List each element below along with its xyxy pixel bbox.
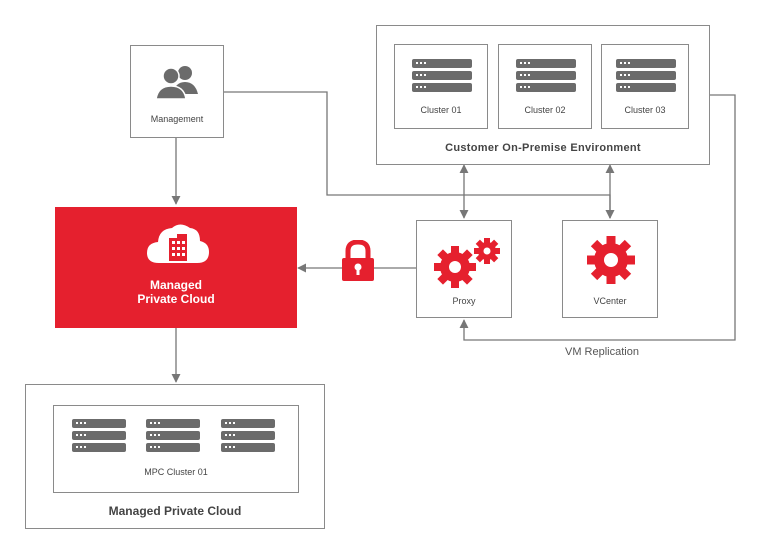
on-premise-environment-box: Cluster 01 Cluster 02 Cluster 03 Custome… <box>376 25 710 165</box>
vcenter-label: VCenter <box>593 296 627 306</box>
proxy-box: Proxy <box>416 220 512 318</box>
lock-icon <box>342 240 374 281</box>
managed-private-cloud-node: Managed Private Cloud <box>55 207 297 328</box>
mpc-label-line2: Private Cloud <box>137 292 215 306</box>
mpc-cluster-box: MPC Cluster 01 <box>53 405 299 493</box>
cluster-01-box: Cluster 01 <box>394 44 488 129</box>
gears-icon <box>434 238 500 288</box>
cluster-label: Cluster 01 <box>420 105 462 115</box>
cluster-label: Cluster 03 <box>624 105 666 115</box>
cluster-03-box: Cluster 03 <box>601 44 689 129</box>
management-box: Management <box>130 45 224 138</box>
cloud-building-icon <box>147 224 209 263</box>
server-icon <box>516 59 576 92</box>
server-icon <box>412 59 472 92</box>
mpc-label-line1: Managed <box>149 278 202 292</box>
line-vm-replication <box>459 94 736 341</box>
managed-private-cloud-box: MPC Cluster 01 Managed Private Cloud <box>25 384 325 529</box>
cluster-label: Cluster 02 <box>524 105 566 115</box>
server-icon <box>72 419 126 452</box>
server-icon <box>221 419 275 452</box>
management-label: Management <box>150 114 204 124</box>
vcenter-box: VCenter <box>562 220 658 318</box>
users-icon <box>155 66 198 100</box>
mpc-cluster-label: MPC Cluster 01 <box>144 467 208 477</box>
server-icon <box>146 419 200 452</box>
mpc-bottom-title: Managed Private Cloud <box>108 504 242 518</box>
proxy-label: Proxy <box>452 296 476 306</box>
cluster-02-box: Cluster 02 <box>498 44 592 129</box>
on-premise-title: Customer On-Premise Environment <box>445 142 641 154</box>
vm-replication-label: VM Replication <box>565 346 639 358</box>
server-icon <box>616 59 676 92</box>
gear-icon <box>587 236 635 284</box>
